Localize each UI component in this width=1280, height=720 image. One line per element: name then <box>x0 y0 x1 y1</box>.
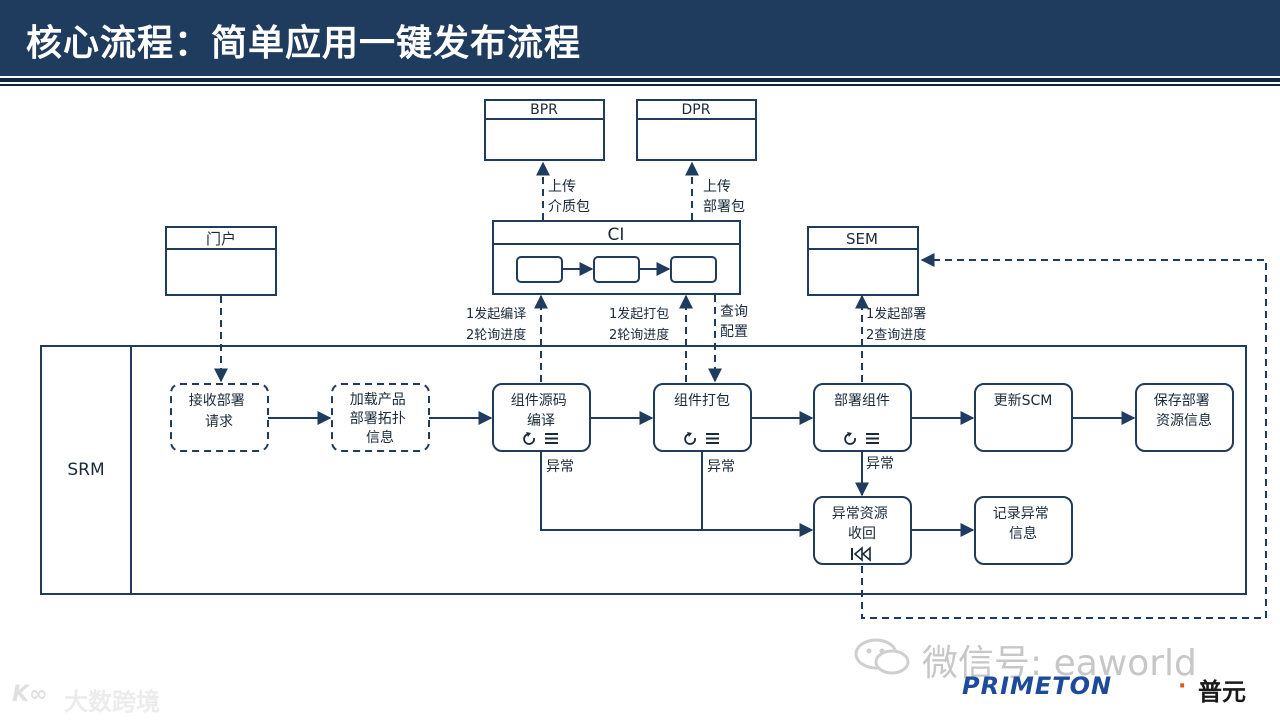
compile-exception-label: 异常 <box>546 459 574 475</box>
bpr-box: BPR <box>484 99 605 161</box>
upload-deploy-label: 上传 部署包 <box>703 179 745 215</box>
svg-text:保存部署 资源信息: 保存部署 资源信息 <box>1154 393 1214 429</box>
wechat-id: 微信号: eaworld <box>922 643 1197 684</box>
upload-media-label: 上传 介质包 <box>548 179 590 215</box>
step-package: 组件打包 <box>653 383 752 452</box>
ci-stage-1 <box>516 256 563 283</box>
svg-text:异常资源 收回: 异常资源 收回 <box>832 506 892 542</box>
step-compile: 组件源码 编译 <box>492 383 591 452</box>
compile-cmd-label: 1发起编译 2轮询进度 <box>466 306 530 343</box>
list-icon <box>706 433 719 444</box>
step-receive: 接收部署 请求 <box>170 383 269 452</box>
wechat-icon <box>854 638 910 675</box>
ci-box: CI <box>492 220 741 295</box>
step-deploy-label: 部署组件 <box>834 393 890 409</box>
corner-watermark-text: 大数跨境 <box>64 688 160 716</box>
dpr-label: DPR <box>682 102 711 118</box>
sem-label: SEM <box>846 230 878 248</box>
svg-text:组件源码 编译: 组件源码 编译 <box>511 393 571 429</box>
portal-label: 门户 <box>206 230 236 248</box>
deploy-exception-label: 异常 <box>866 456 894 472</box>
step-save-info: 保存部署 资源信息 <box>1135 383 1234 452</box>
ci-label: CI <box>608 225 625 245</box>
portal-box: 门户 <box>165 226 277 296</box>
ci-stage-3 <box>670 256 717 283</box>
compile-exception-edge <box>540 451 814 537</box>
corner-logo-icon: K∞ <box>12 682 48 707</box>
brand-chinese-name: 普元 <box>1198 678 1246 706</box>
srm-label: SRM <box>67 460 104 480</box>
refresh-icon <box>684 432 696 445</box>
svg-text:接收部署 请求: 接收部署 请求 <box>189 392 249 430</box>
ci-stage-2 <box>593 256 640 283</box>
step-package-label: 组件打包 <box>674 392 730 409</box>
step-log-error: 记录异常 信息 <box>974 496 1073 565</box>
step-update-scm: 更新SCM <box>974 383 1073 452</box>
header-rule-thin <box>0 84 1280 86</box>
step-update-scm-label: 更新SCM <box>994 393 1053 409</box>
sem-box: SEM <box>807 226 919 296</box>
svg-text:记录异常 信息: 记录异常 信息 <box>993 506 1053 542</box>
step-recover: 异常资源 收回 <box>813 496 912 565</box>
list-icon <box>545 433 558 444</box>
query-config-label: 查询 配置 <box>720 304 752 340</box>
deploy-cmd-label: 1发起部署 2查询进度 <box>866 306 930 343</box>
list-icon <box>866 433 879 444</box>
rewind-icon <box>851 546 871 562</box>
step-deploy: 部署组件 <box>813 383 912 452</box>
package-cmd-label: 1发起打包 2轮询进度 <box>609 306 673 343</box>
dpr-box: DPR <box>636 99 757 161</box>
recover-to-sem-edge <box>861 253 1267 619</box>
header-rule-thick <box>0 78 1280 82</box>
package-exception-label: 异常 <box>707 459 735 475</box>
bpr-label: BPR <box>530 102 558 118</box>
brand-separator: · <box>1178 674 1187 699</box>
refresh-icon <box>844 432 856 445</box>
svg-text:加载产品 部署拓扑 信息: 加载产品 部署拓扑 信息 <box>350 392 410 446</box>
step-load: 加载产品 部署拓扑 信息 <box>331 383 430 452</box>
srm-swimlane: SRM <box>40 345 1247 595</box>
primeton-logo: PRIMETON <box>962 672 1113 700</box>
refresh-icon <box>523 432 535 445</box>
page-title: 核心流程：简单应用一键发布流程 <box>26 23 582 64</box>
title-bar: 核心流程：简单应用一键发布流程 <box>0 0 1280 76</box>
